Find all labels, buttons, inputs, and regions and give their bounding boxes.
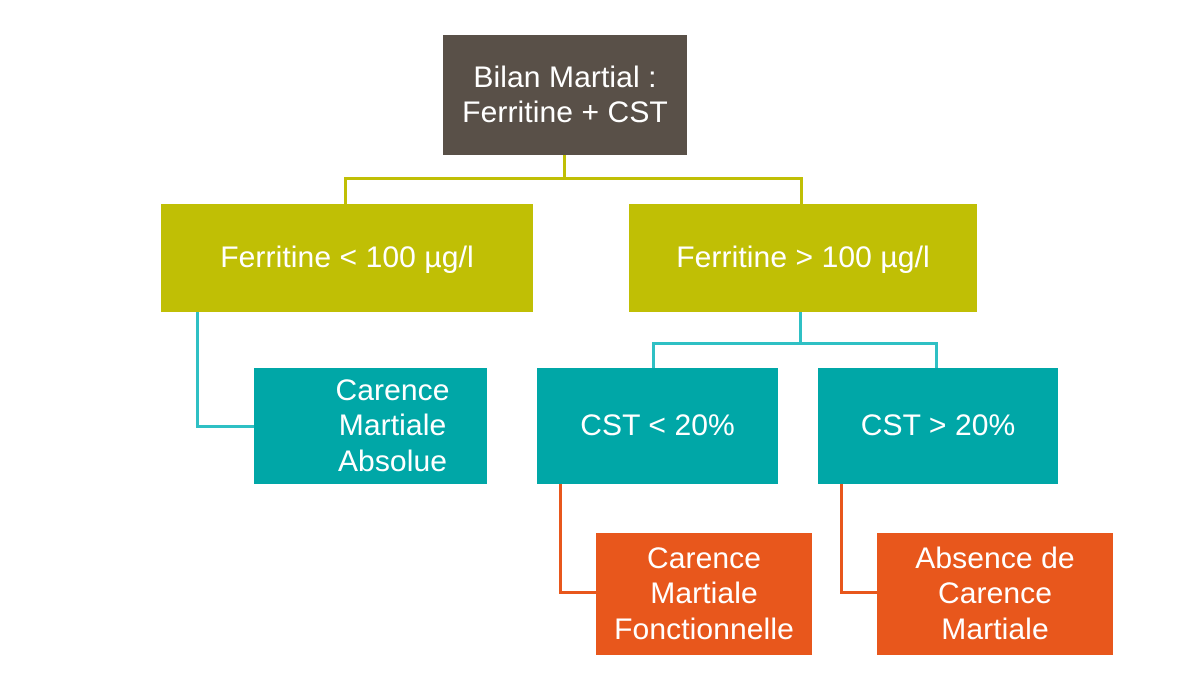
connector-cst-bus-to-cst-low bbox=[652, 342, 655, 370]
connector-root-to-ferritine-low bbox=[344, 177, 347, 205]
connector-ferritine-low-stem bbox=[196, 312, 199, 428]
connector-root-to-ferritine-high bbox=[800, 177, 803, 205]
node-ferritine-high[interactable]: Ferritine > 100 µg/l bbox=[629, 204, 977, 312]
connector-root-bus bbox=[344, 177, 803, 180]
connector-cst-high-stem bbox=[840, 484, 843, 594]
connector-root-stem bbox=[563, 155, 566, 180]
node-cst-high[interactable]: CST > 20% bbox=[818, 368, 1058, 484]
node-root-bilan-martial[interactable]: Bilan Martial : Ferritine + CST bbox=[443, 35, 687, 155]
connector-cst-bus-to-cst-high bbox=[935, 342, 938, 370]
connector-cst-low-stem bbox=[559, 484, 562, 594]
node-ferritine-low[interactable]: Ferritine < 100 µg/l bbox=[161, 204, 533, 312]
node-carence-martiale-fonctionnelle[interactable]: Carence Martiale Fonctionnelle bbox=[596, 533, 812, 655]
node-carence-martiale-absolue[interactable]: Carence Martiale Absolue bbox=[254, 368, 487, 484]
node-cst-low[interactable]: CST < 20% bbox=[537, 368, 778, 484]
connector-ferritine-high-stem bbox=[799, 312, 802, 345]
connector-cst-bus bbox=[652, 342, 938, 345]
connector-cst-low-to-carence-fonctionnelle bbox=[559, 591, 599, 594]
connector-cst-high-to-absence-carence bbox=[840, 591, 880, 594]
connector-ferritine-low-to-carence-absolue bbox=[196, 425, 256, 428]
node-absence-carence-martiale[interactable]: Absence de Carence Martiale bbox=[877, 533, 1113, 655]
